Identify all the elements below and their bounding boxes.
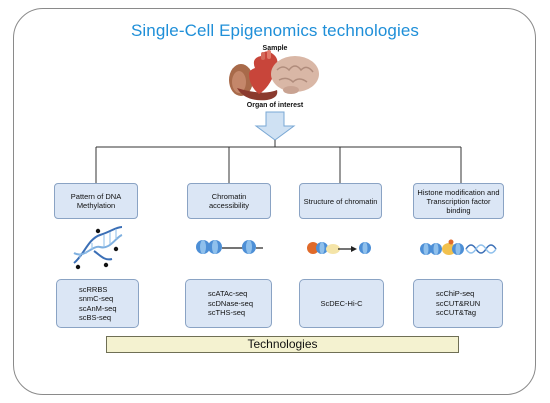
- diagram-title: Single-Cell Epigenomics technologies: [130, 21, 420, 40]
- nucleosome-icon: [196, 240, 263, 254]
- dna-methylation-icon: [73, 226, 123, 270]
- tech-box-chromatin-accessibility: scATAc-seq scDNase-seq scTHS-seq: [185, 279, 272, 328]
- technique-item: scATAc-seq: [208, 289, 248, 299]
- histone-tf-icon: [420, 239, 497, 255]
- technologies-banner: Technologies: [106, 336, 459, 353]
- technique-item: scTHS-seq: [208, 308, 246, 318]
- organ-label: Organ of interest: [246, 102, 304, 109]
- category-histone-tf: Histone modification and Transcription f…: [413, 183, 504, 219]
- category-dna-methylation: Pattern of DNA Methylation: [54, 183, 138, 219]
- organs-icon: [229, 50, 319, 101]
- technique-item: scAnM-seq: [79, 303, 117, 313]
- chromatin-loop-icon: [307, 242, 371, 254]
- technique-item: ScDEC-Hi-C: [320, 298, 363, 308]
- technique-item: scDNase-seq: [208, 298, 254, 308]
- down-arrow-icon: [254, 111, 296, 141]
- tech-box-histone-tf: scChiP-seq scCUT&RUN scCUT&Tag: [413, 279, 503, 328]
- category-chromatin-structure: Structure of chromatin: [299, 183, 382, 219]
- tech-box-dna-methylation: scRRBS snmC-seq scAnM-seq scBS-seq: [56, 279, 139, 328]
- technique-item: scChiP-seq: [436, 289, 475, 299]
- technique-item: scRRBS: [79, 284, 108, 294]
- technique-item: scCUT&Tag: [436, 308, 477, 318]
- technique-item: snmC-seq: [79, 294, 114, 303]
- tech-box-chromatin-structure: ScDEC-Hi-C: [299, 279, 384, 328]
- technique-item: scBS-seq: [79, 313, 112, 322]
- sample-label: Sample: [262, 45, 288, 52]
- category-chromatin-accessibility: Chromatin accessibility: [187, 183, 271, 219]
- technique-item: scCUT&RUN: [436, 298, 481, 308]
